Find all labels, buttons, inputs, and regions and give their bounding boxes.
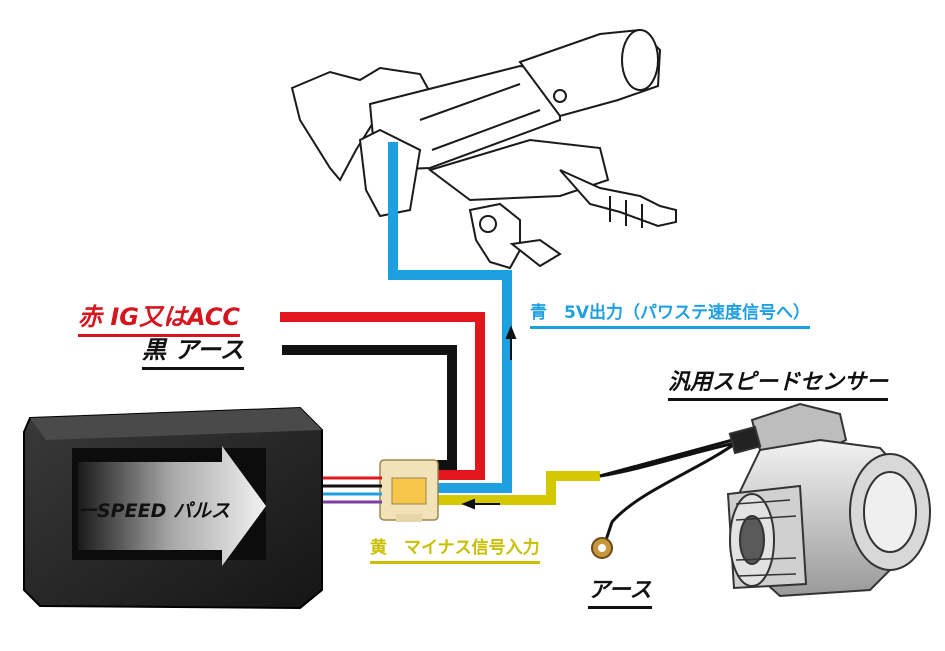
box-leads <box>322 476 382 504</box>
ring-terminal <box>591 537 613 559</box>
sensor-ground-cable <box>604 438 741 541</box>
connector <box>379 459 439 522</box>
steering-column-drawing <box>290 28 677 270</box>
blue-wire <box>388 142 512 493</box>
flow-arrows <box>461 325 517 510</box>
speed-sensor-drawing <box>726 402 931 598</box>
sensor-label: 汎用スピードセンサー <box>668 370 889 401</box>
red-wire <box>280 312 485 480</box>
yellow-wire <box>437 471 600 505</box>
yellow-wire-label: 黄 マイナス信号入力 <box>370 538 540 564</box>
sensor-cable-upper <box>599 436 741 478</box>
speed-pulse-device <box>23 406 323 610</box>
sensor-ground-label: アース <box>588 578 652 609</box>
wires <box>280 142 741 541</box>
black-wire-label: 黒 アース <box>142 336 244 370</box>
black-wire <box>282 345 457 470</box>
blue-wire-label: 青 5V出力（パワステ速度信号へ） <box>530 303 810 329</box>
sensor-cable-lower <box>599 440 741 478</box>
red-wire-label: 赤 IG又はACC <box>78 303 241 337</box>
device-label: ーSPEED パルス <box>78 500 230 522</box>
